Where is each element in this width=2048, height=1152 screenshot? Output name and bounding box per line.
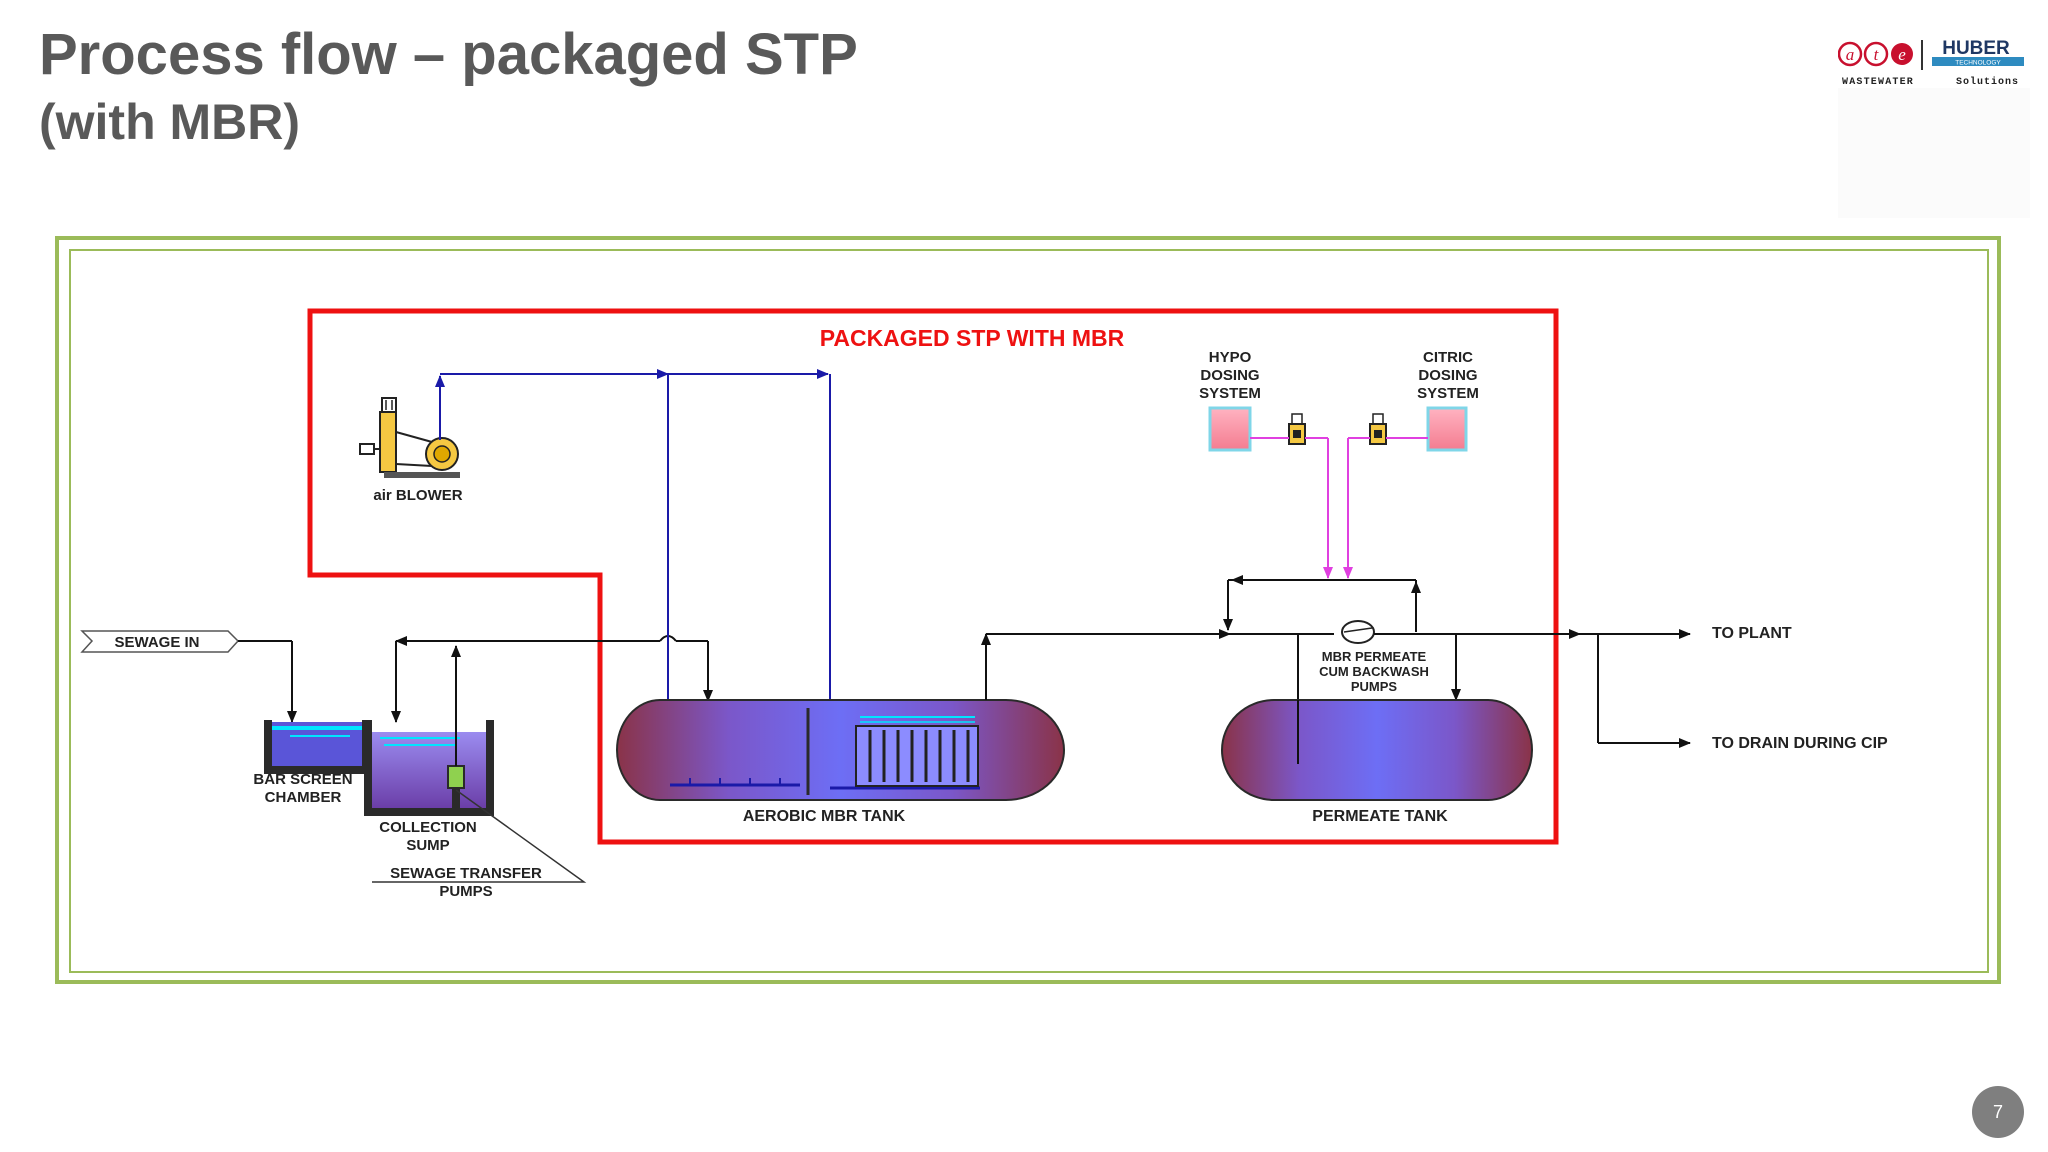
- hypo-dosing-tank: [1208, 406, 1252, 452]
- to-plant-label: TO PLANT: [1712, 625, 1792, 642]
- air-blower: [359, 397, 460, 478]
- sewage-in-tag: SEWAGE IN: [80, 630, 240, 653]
- citric-label-1: CITRIC: [1423, 349, 1473, 366]
- slide-title: Process flow – packaged STP: [39, 22, 858, 87]
- bar-screen-label-2: CHAMBER: [265, 789, 342, 806]
- mbr-pumps-label-1: MBR PERMEATE: [1322, 649, 1427, 664]
- svg-text:e: e: [1898, 45, 1906, 64]
- logo-background: [1838, 88, 2030, 218]
- citric-dosing-pump: [1369, 413, 1387, 445]
- citric-dosing-tank: [1426, 406, 1468, 452]
- hypo-label-3: SYSTEM: [1199, 385, 1261, 402]
- hypo-dosing-pump: [1288, 413, 1306, 445]
- page-number-badge: 7: [1972, 1086, 2024, 1138]
- hypo-label-2: DOSING: [1200, 367, 1259, 384]
- transfer-pumps-label-2: PUMPS: [439, 883, 492, 900]
- transfer-pumps-leader: [372, 789, 587, 883]
- to-drain-label: TO DRAIN DURING CIP: [1712, 735, 1888, 752]
- hypo-label-1: HYPO: [1209, 349, 1252, 366]
- permeate-tank: [1221, 699, 1533, 801]
- company-logo: a t e HUBER TECHNOLOGY WASTEWATER Soluti…: [1838, 38, 2024, 88]
- svg-text:t: t: [1874, 45, 1880, 64]
- transfer-pumps-label-1: SEWAGE TRANSFER: [390, 865, 542, 882]
- citric-label-3: SYSTEM: [1417, 385, 1479, 402]
- permeate-tank-label: PERMEATE TANK: [1312, 808, 1448, 825]
- bar-screen-chamber: [264, 720, 370, 774]
- collection-sump: [364, 720, 494, 816]
- mbr-pumps-label-3: PUMPS: [1351, 679, 1398, 694]
- aerobic-tank-label: AEROBIC MBR TANK: [743, 808, 906, 825]
- package-label: PACKAGED STP WITH MBR: [820, 325, 1125, 351]
- collection-sump-label-1: COLLECTION: [379, 819, 477, 836]
- citric-label-2: DOSING: [1418, 367, 1477, 384]
- logo-wastewater-text: WASTEWATER: [1842, 77, 1914, 88]
- aerobic-mbr-tank: [616, 699, 1065, 801]
- diagram-frame-outer: [55, 236, 2001, 984]
- mbr-pumps-label-2: CUM BACKWASH: [1319, 664, 1429, 679]
- logo-solutions-text: Solutions: [1956, 76, 2019, 88]
- package-boundary: [307, 308, 1559, 845]
- slide-subtitle: (with MBR): [39, 94, 301, 150]
- logo-huber-text: HUBER: [1942, 38, 2010, 59]
- collection-sump-label-2: SUMP: [406, 837, 449, 854]
- air-blower-label: air BLOWER: [373, 487, 462, 504]
- mbr-pump-symbol: [1341, 620, 1375, 644]
- diagram-frame-inner: [69, 249, 1989, 973]
- sewage-in-label: SEWAGE IN: [114, 634, 199, 651]
- logo-technology-text: TECHNOLOGY: [1955, 60, 2001, 67]
- bar-screen-label-1: BAR SCREEN: [253, 771, 352, 788]
- svg-text:a: a: [1846, 45, 1855, 64]
